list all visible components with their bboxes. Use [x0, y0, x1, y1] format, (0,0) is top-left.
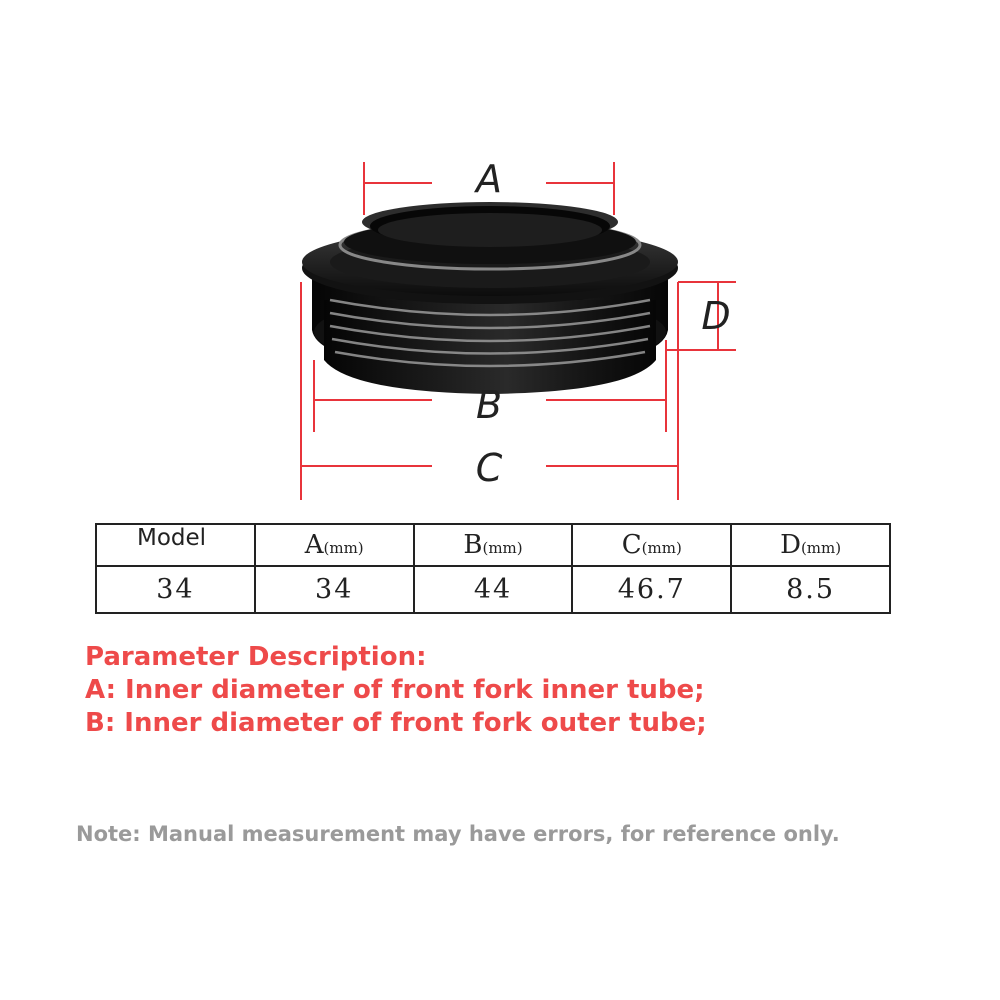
parameter-description: Parameter Description: A: Inner diameter…: [85, 641, 707, 740]
parameter-title: Parameter Description:: [85, 642, 427, 672]
value-a: 34: [253, 565, 415, 614]
fork-seal-image: [302, 202, 678, 394]
dimension-b-label: B: [476, 383, 502, 427]
dimension-lines: [300, 162, 736, 500]
header-b: B(mm): [412, 523, 574, 567]
header-a: A(mm): [253, 523, 415, 567]
spec-table: Model A(mm) B(mm) C(mm) D(mm) 34 34 44 4…: [95, 523, 891, 614]
header-c: C(mm): [571, 523, 733, 567]
parameter-line-b: B: Inner diameter of front fork outer tu…: [85, 708, 707, 738]
value-d: 8.5: [730, 565, 891, 614]
dimension-d-label: D: [701, 294, 730, 338]
seal-dimension-diagram: A B C D: [300, 157, 736, 500]
value-c: 46.7: [571, 565, 733, 614]
measurement-note: Note: Manual measurement may have errors…: [76, 822, 840, 846]
dimension-c-label: C: [476, 446, 503, 490]
spec-table-values-row: 34 34 44 46.7 8.5: [95, 565, 891, 614]
parameter-line-a: A: Inner diameter of front fork inner tu…: [85, 675, 705, 705]
value-b: 44: [412, 565, 574, 614]
header-d: D(mm): [730, 523, 891, 567]
value-model: 34: [95, 565, 256, 614]
dimension-a-label: A: [473, 157, 502, 201]
header-model: Model: [95, 523, 256, 567]
spec-table-header-row: Model A(mm) B(mm) C(mm) D(mm): [95, 523, 891, 567]
